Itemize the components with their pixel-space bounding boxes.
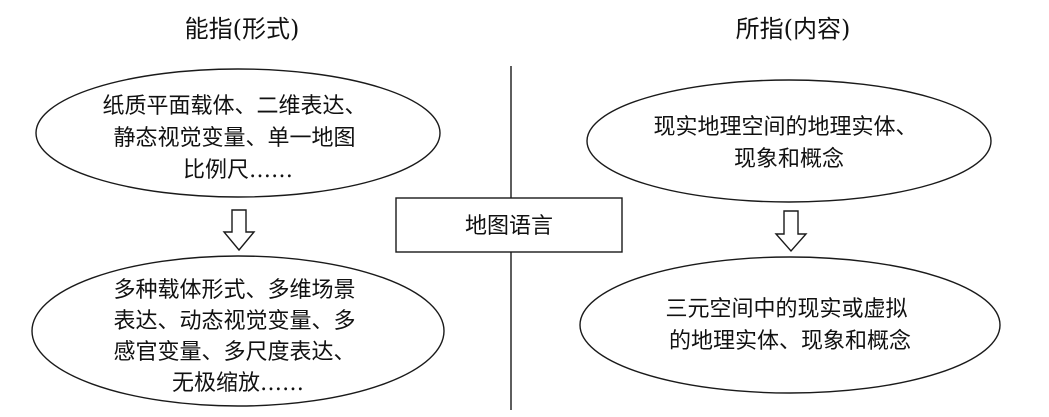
ellipse-left-bottom: 多种载体形式、多维场景 表达、动态视觉变量、多 感官变量、多尺度表达、 无极缩放… bbox=[31, 255, 445, 407]
ellipse-right-top-text: 现实地理空间的地理实体、 现象和概念 bbox=[653, 115, 924, 172]
ellipse-right-top-shape bbox=[586, 79, 992, 203]
center-box-shape bbox=[395, 197, 623, 253]
ellipse-right-bottom-shape bbox=[579, 256, 1001, 394]
right-down-arrow-icon bbox=[774, 210, 808, 253]
left-down-arrow-icon bbox=[222, 209, 256, 252]
heading-signifier: 能指(形式) bbox=[185, 15, 300, 43]
ellipse-left-top-text: 纸质平面载体、二维表达、 静态视觉变量、单一地图 比例尺…… bbox=[102, 94, 373, 183]
ellipse-left-top: 纸质平面载体、二维表达、 静态视觉变量、单一地图 比例尺…… bbox=[35, 68, 441, 198]
ellipse-right-bottom-line-1: 三元空间中的现实或虚拟 bbox=[665, 297, 907, 322]
ellipse-left-bottom-line-1: 多种载体形式、多维场景 bbox=[113, 278, 355, 303]
ellipse-left-bottom-text: 多种载体形式、多维场景 表达、动态视觉变量、多 感官变量、多尺度表达、 无极缩放… bbox=[113, 278, 362, 396]
ellipse-right-top: 现实地理空间的地理实体、 现象和概念 bbox=[586, 79, 992, 203]
center-box-label: 地图语言 bbox=[465, 214, 553, 239]
ellipse-right-top-line-1: 现实地理空间的地理实体、 bbox=[653, 115, 917, 140]
center-box: 地图语言 bbox=[395, 197, 623, 253]
ellipse-left-top-line-2: 静态视觉变量、单一地图 bbox=[113, 126, 355, 151]
ellipse-left-bottom-line-4: 无极缩放…… bbox=[172, 371, 304, 396]
ellipse-right-bottom: 三元空间中的现实或虚拟 的地理实体、现象和概念 bbox=[579, 256, 1001, 394]
ellipse-right-bottom-line-2: 的地理实体、现象和概念 bbox=[669, 329, 911, 354]
ellipse-left-top-line-1: 纸质平面载体、二维表达、 bbox=[102, 94, 366, 119]
ellipse-right-top-line-2: 现象和概念 bbox=[734, 147, 844, 172]
ellipse-left-bottom-line-2: 表达、动态视觉变量、多 bbox=[113, 309, 355, 334]
ellipse-left-bottom-line-3: 感官变量、多尺度表达、 bbox=[113, 340, 355, 365]
ellipse-left-bottom-shape bbox=[31, 255, 445, 407]
ellipse-left-top-shape bbox=[35, 68, 441, 198]
heading-signified: 所指(内容) bbox=[736, 15, 851, 43]
ellipse-left-top-line-3: 比例尺…… bbox=[183, 158, 293, 183]
ellipse-right-bottom-text: 三元空间中的现实或虚拟 的地理实体、现象和概念 bbox=[665, 297, 914, 354]
